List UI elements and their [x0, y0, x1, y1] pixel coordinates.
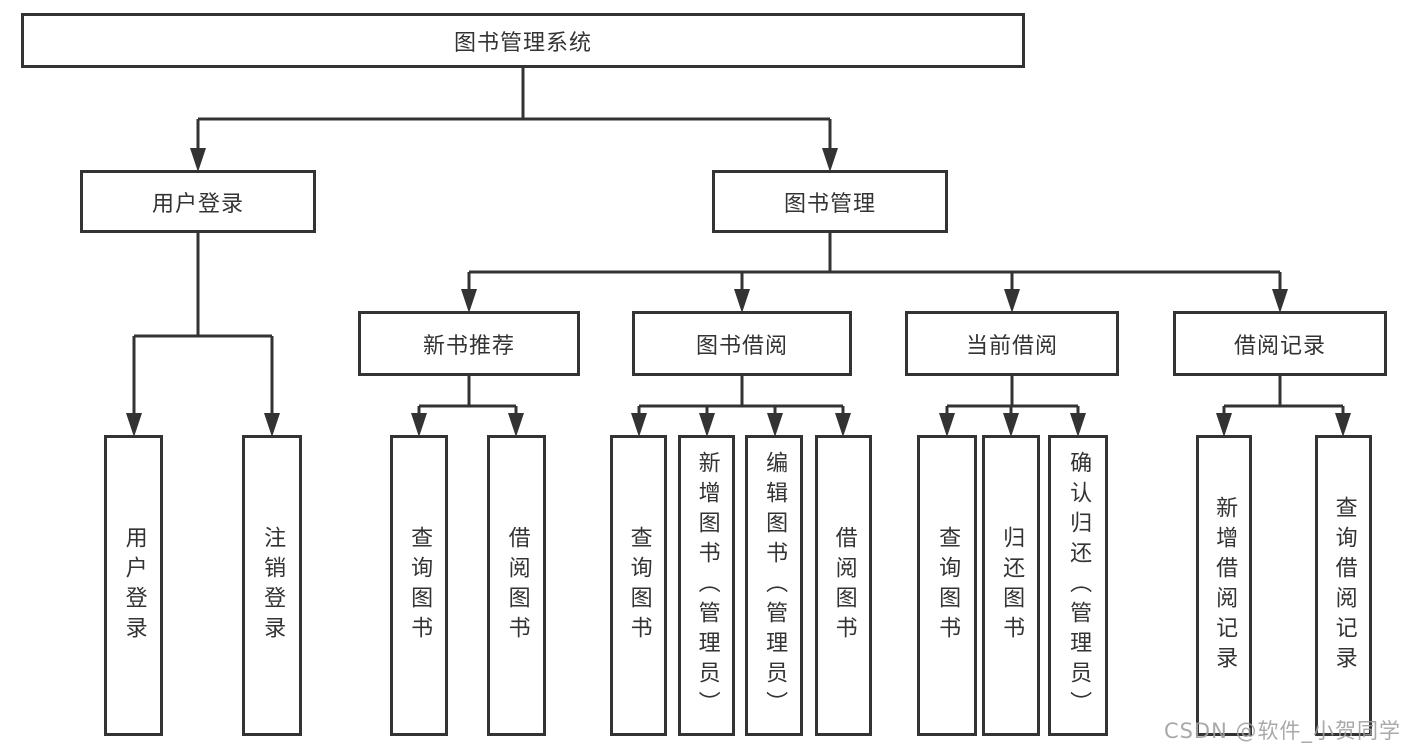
leaf-label: 查询图书: [626, 525, 652, 646]
leaf-label: 用户登录: [121, 525, 147, 646]
leaf-label: 注销登录: [260, 525, 286, 646]
leaf-query-books-2: 查询图书: [610, 435, 667, 736]
node-library-management-system: 图书管理系统: [21, 13, 1025, 68]
node-user-login: 用户登录: [80, 170, 316, 233]
node-new-book-recommend: 新书推荐: [358, 311, 580, 376]
leaf-borrow-books-2: 借阅图书: [815, 435, 872, 736]
leaf-label: 新增图书（管理员）: [694, 450, 720, 721]
leaf-confirm-return-admin: 确认归还（管理员）: [1048, 435, 1108, 736]
node-label: 借阅记录: [1233, 333, 1326, 359]
leaf-logout: 注销登录: [242, 435, 302, 736]
leaf-label: 查询图书: [407, 525, 433, 646]
leaf-label: 借阅图书: [504, 525, 530, 646]
node-label: 当前借阅: [965, 333, 1058, 359]
node-label: 新书推荐: [422, 333, 515, 359]
leaf-label: 归还图书: [999, 525, 1025, 646]
node-current-borrow: 当前借阅: [905, 311, 1119, 376]
connector-root-to-level2: [190, 68, 838, 172]
connector-borrow-records-to-leaves: [1216, 376, 1351, 437]
leaf-label: 编辑图书（管理员）: [762, 450, 788, 721]
node-label: 图书借阅: [695, 333, 788, 359]
leaf-add-borrow-record: 新增借阅记录: [1196, 435, 1252, 736]
node-borrow-records: 借阅记录: [1173, 311, 1387, 376]
leaf-return-books: 归还图书: [982, 435, 1040, 736]
leaf-borrow-books-1: 借阅图书: [487, 435, 546, 736]
leaf-label: 新增借阅记录: [1212, 495, 1238, 676]
leaf-add-books-admin: 新增图书（管理员）: [678, 435, 735, 736]
node-book-management: 图书管理: [712, 170, 948, 233]
node-book-borrow: 图书借阅: [632, 311, 852, 376]
connector-current-borrow-to-leaves: [939, 376, 1086, 437]
leaf-query-borrow-record: 查询借阅记录: [1315, 435, 1372, 736]
leaf-query-books-1: 查询图书: [390, 435, 448, 736]
connector-user-login-to-leaves: [126, 233, 280, 437]
node-label: 用户登录: [151, 191, 244, 217]
connector-book-borrow-to-leaves: [631, 376, 851, 437]
leaf-query-books-3: 查询图书: [917, 435, 977, 736]
leaf-label: 查询借阅记录: [1331, 495, 1357, 676]
leaf-label: 确认归还（管理员）: [1066, 450, 1092, 721]
leaf-label: 借阅图书: [831, 525, 857, 646]
connector-new-books-to-leaves: [411, 376, 524, 437]
node-label: 图书管理系统: [453, 30, 592, 56]
leaf-label: 查询图书: [935, 525, 961, 646]
leaf-user-login: 用户登录: [104, 435, 163, 736]
node-label: 图书管理: [783, 191, 876, 217]
leaf-edit-books-admin: 编辑图书（管理员）: [745, 435, 803, 736]
connector-book-mgmt-to-level3: [461, 233, 1288, 313]
